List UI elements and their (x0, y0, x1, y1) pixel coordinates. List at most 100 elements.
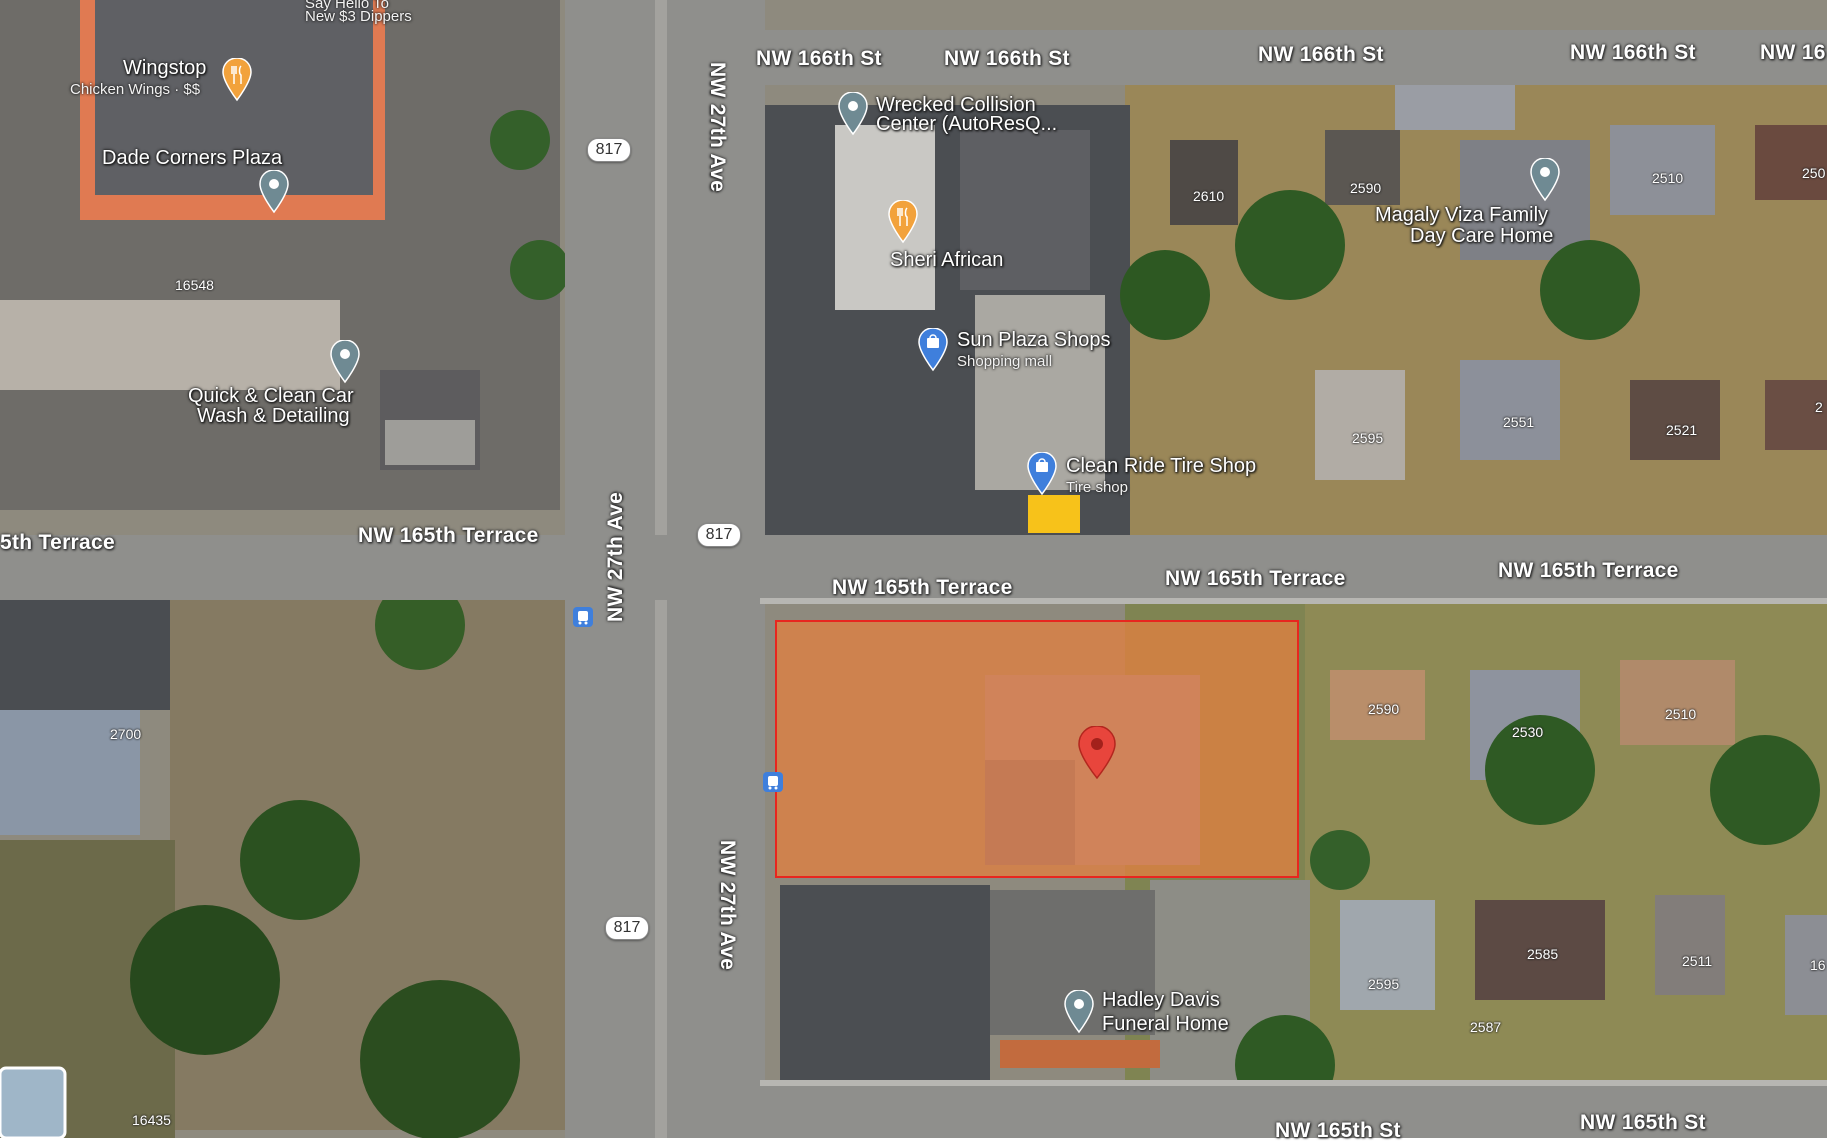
street-label-nw-27th-ave: NW 27th Ave (706, 62, 729, 193)
shopping-pin-icon[interactable] (918, 328, 948, 372)
house-row-top-2 (1460, 140, 1590, 260)
address-label: 2590 (1368, 701, 1400, 717)
poi-sublabel-clean-ride-tire-shop: Tire shop (1066, 479, 1128, 496)
building-clean-ride-sign (1028, 495, 1080, 533)
tree (490, 110, 550, 170)
address-label: 16 (1810, 957, 1826, 973)
tree (1120, 250, 1210, 340)
street-label-nw-27th-ave: NW 27th Ave (604, 491, 627, 622)
road-edge (760, 598, 1827, 604)
address-label: 2610 (1193, 188, 1225, 204)
tree (510, 240, 570, 300)
bottom-band (0, 1138, 1827, 1143)
place-pin-icon[interactable] (259, 170, 289, 214)
poi-label-promo: New $3 Dippers (305, 8, 412, 25)
tree (1540, 240, 1640, 340)
poi-label-quick-clean[interactable]: Wash & Detailing (197, 405, 350, 427)
poi-label-clean-ride-tire-shop[interactable]: Clean Ride Tire Shop (1066, 455, 1257, 477)
building-quick-clean-roof (385, 420, 475, 465)
layer-thumbnail (0, 1066, 67, 1140)
restaurant-pin-icon[interactable] (888, 200, 918, 244)
route-shield-817: 817 (697, 523, 741, 547)
building-left-2700 (0, 710, 140, 835)
restaurant-pin-icon[interactable] (222, 58, 252, 102)
selected-location-pin-icon[interactable] (1078, 726, 1116, 780)
address-label: 2530 (1512, 724, 1544, 740)
house-2590-bot (1330, 670, 1425, 740)
poi-label-sun-plaza-shops[interactable]: Sun Plaza Shops (957, 329, 1111, 351)
address-label: 2595 (1368, 976, 1400, 992)
poi-label-dade-corners-plaza[interactable]: Dade Corners Plaza (102, 147, 283, 169)
tree (1310, 830, 1370, 890)
poi-label-quick-clean[interactable]: Quick & Clean Car (188, 385, 354, 407)
tree (1235, 190, 1345, 300)
street-label-nw-165th-terrace: 5th Terrace (0, 531, 115, 554)
address-label: 2 (1815, 399, 1823, 415)
route-shield-817: 817 (605, 916, 649, 940)
street-label-nw-165th-terrace: NW 165th Terrace (832, 576, 1013, 599)
place-pin-icon[interactable] (1530, 158, 1560, 202)
road-nw-165th-terrace (0, 535, 1827, 600)
street-label-nw-27th-ave: NW 27th Ave (716, 840, 739, 971)
parking-lot-bottom-center (780, 885, 990, 1080)
poi-sublabel-wingstop: Chicken Wings · $$ (70, 81, 201, 98)
building-hadley-roof (1000, 1040, 1160, 1068)
street-label-nw-166th-st: NW 166th St (1570, 41, 1696, 64)
address-label: 2585 (1527, 946, 1559, 962)
building-sun-plaza (960, 130, 1090, 290)
tree (375, 580, 465, 670)
tree (1710, 735, 1820, 845)
address-label: 2700 (110, 726, 142, 742)
street-label-nw-165th-st: NW 165th St (1275, 1119, 1401, 1142)
street-label-nw-166th-st: NW 166th St (944, 47, 1070, 70)
house-250 (1755, 125, 1827, 200)
address-label: 2511 (1682, 953, 1713, 969)
street-label-nw-166th-st: NW 166th St (756, 47, 882, 70)
road-edge (760, 1080, 1827, 1086)
street-label-nw-165th-st: NW 165th St (1580, 1111, 1706, 1134)
poi-sublabel-sun-plaza-shops: Shopping mall (957, 353, 1053, 370)
poi-label-wrecked-collision[interactable]: Center (AutoResQ... (876, 113, 1058, 135)
house-2590-top (1325, 130, 1400, 205)
poi-label-magaly-viza[interactable]: Magaly Viza Family (1375, 204, 1549, 226)
house-2595-top (1315, 370, 1405, 480)
poi-label-magaly-viza[interactable]: Day Care Home (1410, 225, 1554, 247)
bus-stop-icon[interactable] (763, 772, 783, 792)
parcel-building-roof (985, 760, 1075, 865)
building-wrecked-collision (835, 125, 935, 310)
address-label: 16435 (132, 1112, 171, 1128)
place-pin-icon[interactable] (838, 92, 868, 136)
place-pin-icon[interactable] (330, 340, 360, 384)
poi-label-sheri-african[interactable]: Sheri African (890, 249, 1004, 271)
house-2521 (1630, 380, 1720, 460)
route-shield-817: 817 (587, 138, 631, 162)
street-label-nw-165th-terrace: NW 165th Terrace (1165, 567, 1346, 590)
house-2_edge (1765, 380, 1827, 450)
address-label: 2521 (1666, 422, 1698, 438)
road-nw-166th-st (760, 30, 1827, 85)
bus-stop-icon[interactable] (573, 607, 593, 627)
poi-label-promo: Say Hello To (305, 0, 389, 12)
house-2595-bot (1340, 900, 1435, 1010)
poi-label-wrecked-collision[interactable]: Wrecked Collision (876, 94, 1036, 116)
poi-label-hadley-davis[interactable]: Hadley Davis (1102, 989, 1220, 1011)
address-label: 2587 (1470, 1019, 1502, 1035)
address-label: 2551 (1503, 414, 1535, 430)
tree (360, 980, 520, 1140)
house-16-edge (1785, 915, 1827, 1015)
place-pin-icon[interactable] (1064, 990, 1094, 1034)
house-2510-top (1610, 125, 1715, 215)
address-label: 250 (1802, 165, 1826, 181)
poi-label-wingstop[interactable]: Wingstop (123, 57, 207, 79)
tree (130, 905, 280, 1055)
street-label-nw-165th-terrace: NW 165th Terrace (1498, 559, 1679, 582)
tree (240, 800, 360, 920)
house-2510-bot (1620, 660, 1735, 745)
shopping-pin-icon[interactable] (1027, 452, 1057, 496)
house-2511 (1655, 895, 1725, 995)
house-2585 (1475, 900, 1605, 1000)
house-2551 (1460, 360, 1560, 460)
poi-label-hadley-davis[interactable]: Funeral Home (1102, 1013, 1229, 1035)
